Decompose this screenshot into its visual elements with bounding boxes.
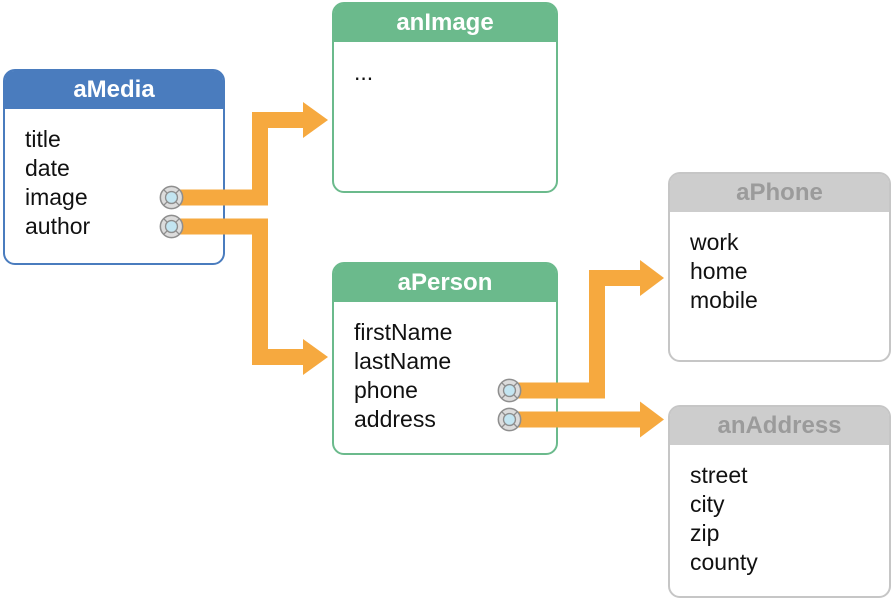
entity-aperson: aPerson firstName lastName phone address bbox=[332, 262, 558, 455]
amedia-field-title: title bbox=[25, 126, 61, 152]
entity-anaddress-body: street city zip county bbox=[670, 445, 889, 577]
entity-animage-title: anImage bbox=[334, 4, 556, 42]
aperson-field-firstname: firstName bbox=[354, 319, 453, 345]
amedia-field-author: author bbox=[25, 213, 91, 239]
anaddress-field-zip: zip bbox=[690, 520, 720, 546]
entity-anaddress: anAddress street city zip county bbox=[668, 405, 891, 598]
animage-field-ellipsis: ... bbox=[354, 59, 374, 85]
aphone-field-home: home bbox=[690, 258, 748, 284]
entity-anaddress-title: anAddress bbox=[670, 407, 889, 445]
amedia-field-date: date bbox=[25, 155, 70, 181]
life-buoy-icon bbox=[497, 378, 522, 403]
entity-animage: anImage ... bbox=[332, 2, 558, 193]
entity-amedia-body: title date image author bbox=[5, 109, 223, 241]
life-buoy-icon bbox=[159, 185, 184, 210]
entity-aphone-body: work home mobile bbox=[670, 212, 889, 315]
entity-animage-body: ... bbox=[334, 42, 556, 87]
entity-amedia-title: aMedia bbox=[5, 71, 223, 109]
entity-aphone: aPhone work home mobile bbox=[668, 172, 891, 362]
aperson-field-phone: phone bbox=[354, 377, 418, 403]
life-buoy-icon bbox=[497, 407, 522, 432]
entity-amedia: aMedia title date image author bbox=[3, 69, 225, 265]
anaddress-field-county: county bbox=[690, 549, 758, 575]
anaddress-field-city: city bbox=[690, 491, 725, 517]
entity-aperson-title: aPerson bbox=[334, 264, 556, 302]
aperson-field-address: address bbox=[354, 406, 436, 432]
life-buoy-icon bbox=[159, 214, 184, 239]
aphone-field-work: work bbox=[690, 229, 739, 255]
anaddress-field-street: street bbox=[690, 462, 748, 488]
entity-aperson-body: firstName lastName phone address bbox=[334, 302, 556, 434]
aphone-field-mobile: mobile bbox=[690, 287, 758, 313]
aperson-field-lastname: lastName bbox=[354, 348, 452, 374]
amedia-field-image: image bbox=[25, 184, 88, 210]
entity-aphone-title: aPhone bbox=[670, 174, 889, 212]
